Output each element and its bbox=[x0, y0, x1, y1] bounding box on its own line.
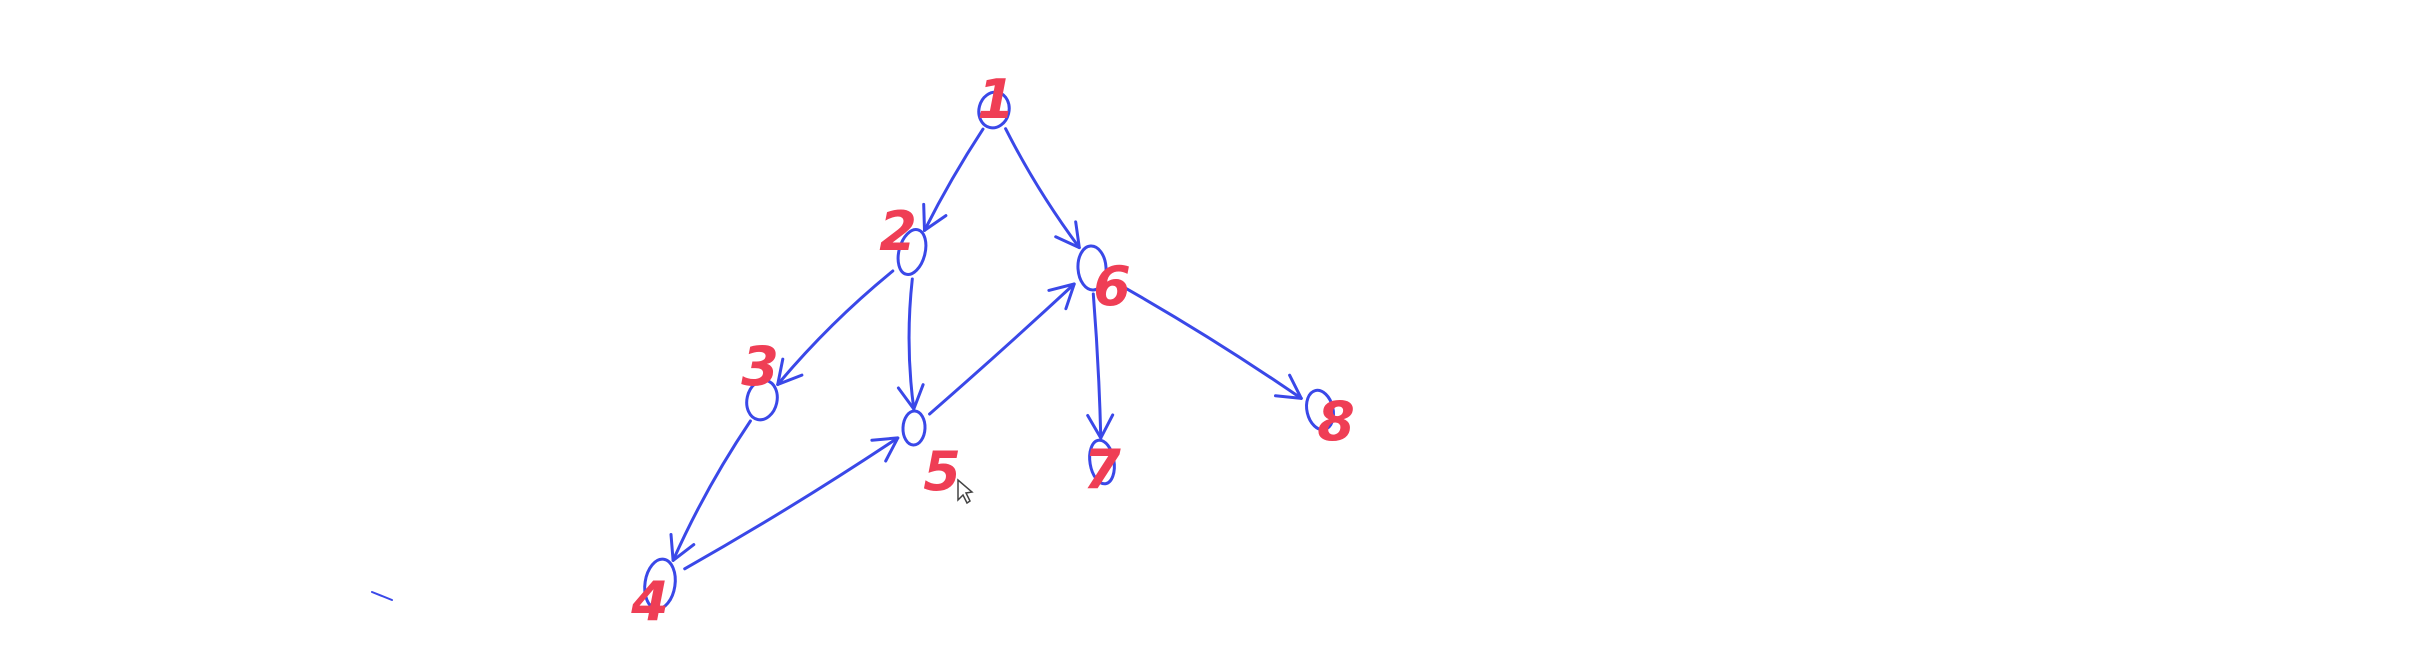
node-4 bbox=[643, 557, 677, 611]
arrowhead-4-5 bbox=[870, 436, 900, 463]
node-5 bbox=[901, 409, 927, 447]
node-1 bbox=[977, 90, 1011, 130]
node-8 bbox=[1305, 388, 1335, 432]
node-label-3: 3 bbox=[741, 335, 779, 398]
node-label-6: 6 bbox=[1093, 255, 1131, 318]
edge-2-3 bbox=[776, 269, 895, 386]
arrowhead-5-6 bbox=[1047, 282, 1076, 311]
arrowhead-6-8 bbox=[1274, 373, 1303, 400]
arrowhead-1-6 bbox=[1054, 220, 1081, 250]
edge-5-6 bbox=[928, 282, 1076, 416]
node-label-2: 2 bbox=[879, 200, 917, 263]
node-6 bbox=[1076, 244, 1108, 292]
edge-1-2 bbox=[923, 127, 985, 232]
node-2 bbox=[896, 228, 928, 276]
arrowhead-2-5 bbox=[896, 383, 925, 411]
node-label-8: 8 bbox=[1317, 390, 1355, 453]
node-label-4: 4 bbox=[630, 570, 669, 633]
edge-2-5 bbox=[907, 277, 916, 411]
arrowhead-2-3 bbox=[776, 357, 804, 386]
edge-1-6 bbox=[1004, 127, 1081, 250]
edges-layer bbox=[669, 127, 1303, 571]
mouse-cursor-icon bbox=[957, 478, 974, 505]
arrowhead-1-2 bbox=[922, 202, 948, 232]
stray-pen-mark bbox=[371, 591, 393, 601]
edge-4-5 bbox=[683, 436, 900, 571]
arrowhead-6-7 bbox=[1086, 413, 1115, 440]
node-label-5: 5 bbox=[923, 440, 961, 503]
node-7 bbox=[1088, 438, 1116, 486]
node-3 bbox=[745, 378, 779, 422]
labels-layer: 1 2 3 4 5 6 7 8 bbox=[630, 68, 1355, 633]
node-label-1: 1 bbox=[977, 68, 1015, 131]
nodes-layer bbox=[643, 90, 1335, 611]
edge-6-8 bbox=[1112, 280, 1303, 400]
edge-6-7 bbox=[1091, 292, 1103, 440]
edge-3-4 bbox=[671, 419, 752, 562]
node-label-7: 7 bbox=[1083, 438, 1121, 501]
arrowhead-3-4 bbox=[669, 533, 696, 562]
